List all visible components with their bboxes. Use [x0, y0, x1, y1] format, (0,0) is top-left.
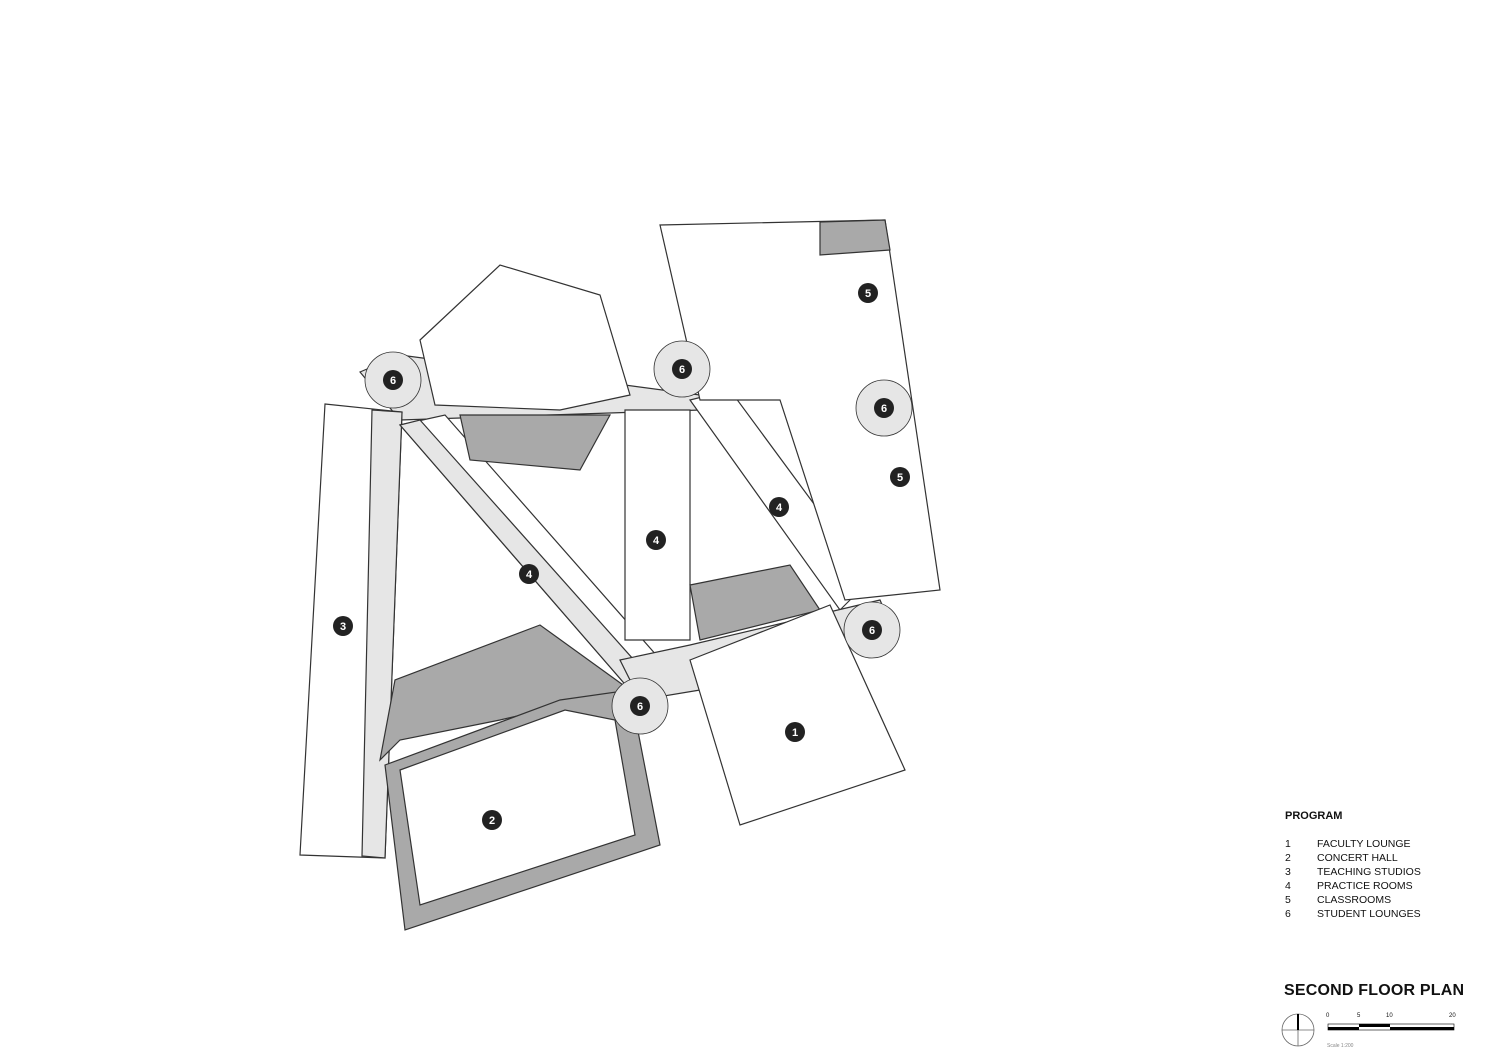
program-marker: 6	[862, 620, 882, 640]
legend-number: 1	[1285, 838, 1291, 850]
concert-hall-floor	[399, 709, 636, 906]
legend-number: 3	[1285, 866, 1291, 878]
faculty-lounge-block	[689, 604, 906, 826]
plan-title: SECOND FLOOR PLAN	[1284, 982, 1465, 999]
program-marker: 4	[646, 530, 666, 550]
marker-number: 4	[776, 502, 783, 514]
program-marker: 4	[519, 564, 539, 584]
classroom-service	[819, 219, 891, 256]
legend-item: 5 CLASSROOMS	[1285, 893, 1421, 907]
marker-number: 6	[679, 364, 685, 376]
legend-label: TEACHING STUDIOS	[1317, 866, 1421, 878]
marker-number: 4	[526, 569, 533, 581]
north-arrow-icon	[1281, 1013, 1315, 1047]
program-marker: 5	[858, 283, 878, 303]
scale-tick: 5	[1357, 1013, 1361, 1019]
legend-item: 6 STUDENT LOUNGES	[1285, 907, 1421, 921]
scale-tick: 0	[1326, 1013, 1330, 1019]
scale-caption: Scale 1:200	[1327, 1043, 1354, 1049]
marker-number: 6	[390, 375, 396, 387]
legend-title: PROGRAM	[1285, 810, 1343, 822]
program-legend: PROGRAM 1 FACULTY LOUNGE 2 CONCERT HALL 3 TEA…	[1285, 810, 1421, 921]
marker-number: 4	[653, 535, 660, 547]
legend-label: STUDENT LOUNGES	[1317, 908, 1421, 920]
studio-block-north	[419, 264, 631, 411]
legend-label: CLASSROOMS	[1317, 894, 1392, 906]
scale-tick: 20	[1449, 1013, 1456, 1019]
legend-number: 6	[1285, 908, 1291, 920]
marker-number: 2	[489, 815, 495, 827]
legend-item: 2 CONCERT HALL	[1285, 851, 1421, 865]
marker-number: 6	[637, 701, 643, 713]
marker-number: 5	[897, 472, 903, 484]
scale-tick: 10	[1386, 1013, 1393, 1019]
legend-label: FACULTY LOUNGE	[1317, 838, 1411, 850]
marker-number: 6	[881, 403, 887, 415]
practice-wing-center	[624, 409, 691, 641]
legend-item: 1 FACULTY LOUNGE	[1285, 837, 1421, 851]
legend-number: 2	[1285, 852, 1291, 864]
program-marker: 2	[482, 810, 502, 830]
legend-number: 5	[1285, 894, 1291, 906]
teaching-corridor	[361, 409, 403, 859]
program-marker: 6	[672, 359, 692, 379]
legend-item: 4 PRACTICE ROOMS	[1285, 879, 1421, 893]
marker-number: 3	[340, 621, 346, 633]
scale-bar	[1327, 1023, 1455, 1031]
program-marker: 6	[630, 696, 650, 716]
legend-item: 3 TEACHING STUDIOS	[1285, 865, 1421, 879]
legend-label: CONCERT HALL	[1317, 852, 1398, 864]
legend-label: PRACTICE ROOMS	[1317, 880, 1413, 892]
program-marker: 5	[890, 467, 910, 487]
marker-number: 1	[792, 727, 798, 739]
program-marker: 1	[785, 722, 805, 742]
program-marker: 6	[874, 398, 894, 418]
marker-number: 5	[865, 288, 871, 300]
program-marker: 3	[333, 616, 353, 636]
program-marker: 6	[383, 370, 403, 390]
program-marker: 4	[769, 497, 789, 517]
marker-number: 6	[869, 625, 875, 637]
legend-number: 4	[1285, 880, 1291, 892]
service-core-north	[459, 414, 612, 471]
